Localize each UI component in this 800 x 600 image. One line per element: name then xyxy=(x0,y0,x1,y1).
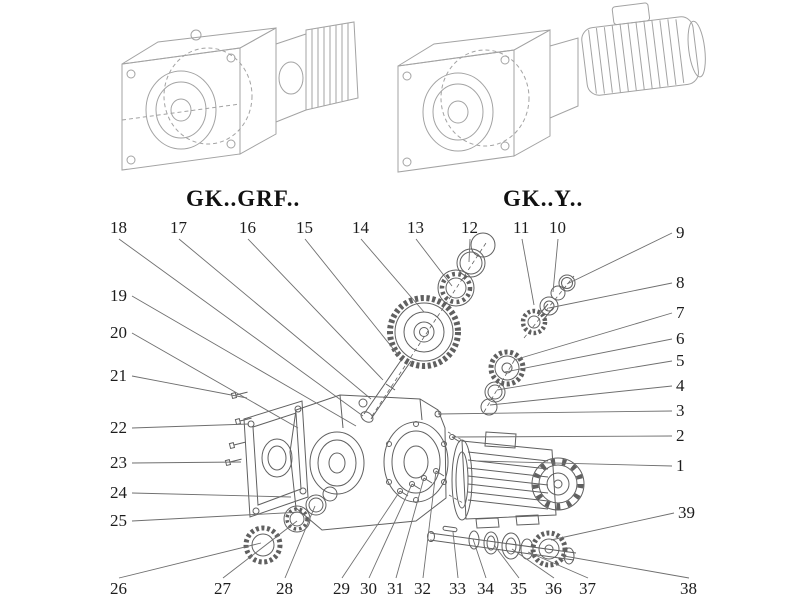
motor-sketch xyxy=(581,2,706,96)
callout-21: 21 xyxy=(110,366,127,385)
leader-line-30 xyxy=(368,483,413,579)
callout-28: 28 xyxy=(276,579,293,598)
leader-line-29 xyxy=(341,490,401,579)
callout-12: 12 xyxy=(461,218,478,237)
leader-line-27 xyxy=(222,520,298,579)
leader-line-26 xyxy=(118,542,262,579)
variant-label-y: GK..Y.. xyxy=(503,186,584,211)
callout-14: 14 xyxy=(352,218,369,237)
callout-11: 11 xyxy=(513,218,530,237)
leader-line-36 xyxy=(511,548,555,579)
leader-line-34 xyxy=(472,538,487,579)
leader-line-13 xyxy=(415,238,453,287)
leader-line-31 xyxy=(395,477,425,579)
leader-line-12 xyxy=(468,238,471,263)
gearbox-housing xyxy=(289,394,464,531)
leader-line-19 xyxy=(131,295,357,427)
callout-20: 20 xyxy=(110,323,127,342)
callout-19: 19 xyxy=(110,286,127,305)
leader-lines xyxy=(118,232,690,579)
callout-24: 24 xyxy=(110,483,127,502)
leader-line-21 xyxy=(131,375,248,399)
leader-line-9 xyxy=(566,232,673,285)
callout-15: 15 xyxy=(296,218,313,237)
leader-line-28 xyxy=(284,505,316,579)
callout-13: 13 xyxy=(407,218,424,237)
callout-25: 25 xyxy=(110,511,127,530)
callout-39: 39 xyxy=(678,503,695,522)
leader-line-5 xyxy=(496,360,673,391)
leader-line-17 xyxy=(178,238,372,400)
leader-line-24 xyxy=(131,492,292,498)
leader-line-1 xyxy=(475,460,673,467)
callout-5: 5 xyxy=(676,351,685,370)
callout-23: 23 xyxy=(110,453,127,472)
callout-35: 35 xyxy=(510,579,527,598)
callout-34: 34 xyxy=(477,579,494,598)
callout-27: 27 xyxy=(214,579,231,598)
leader-line-15 xyxy=(304,238,400,357)
callout-36: 36 xyxy=(545,579,562,598)
callout-30: 30 xyxy=(360,579,377,598)
leader-line-8 xyxy=(548,282,673,309)
input-shaft-gear-assembly xyxy=(360,232,496,423)
leader-line-7 xyxy=(513,312,673,361)
leader-line-2 xyxy=(451,435,673,438)
leader-line-32 xyxy=(422,470,437,579)
leader-line-37 xyxy=(527,551,589,579)
callout-9: 9 xyxy=(676,223,685,242)
leader-line-22 xyxy=(131,423,250,429)
callout-17: 17 xyxy=(170,218,187,237)
leader-line-23 xyxy=(131,461,242,464)
leader-line-38 xyxy=(563,555,690,579)
callout-33: 33 xyxy=(449,579,466,598)
leader-line-20 xyxy=(131,332,299,429)
callout-29: 29 xyxy=(333,579,350,598)
callout-1: 1 xyxy=(676,456,685,475)
leader-line-10 xyxy=(552,238,559,293)
callout-8: 8 xyxy=(676,273,685,292)
callout-16: 16 xyxy=(239,218,256,237)
callout-22: 22 xyxy=(110,418,127,437)
callout-31: 31 xyxy=(387,579,404,598)
callout-3: 3 xyxy=(676,401,685,420)
variant-label-grf: GK..GRF.. xyxy=(186,186,301,211)
leader-line-14 xyxy=(360,238,425,313)
callout-2: 2 xyxy=(676,426,685,445)
callout-6: 6 xyxy=(676,329,685,348)
callout-38: 38 xyxy=(680,579,697,598)
leader-line-18 xyxy=(118,238,364,417)
callout-37: 37 xyxy=(579,579,596,598)
callout-10: 10 xyxy=(549,218,566,237)
gearbox-grf-drawing xyxy=(121,21,359,171)
leader-line-25 xyxy=(131,511,303,522)
leader-line-39 xyxy=(550,512,675,541)
cover-bolts xyxy=(224,391,252,467)
gearbox-y-drawing xyxy=(397,2,706,173)
callout-26: 26 xyxy=(110,579,127,598)
leader-line-11 xyxy=(521,238,535,306)
callout-7: 7 xyxy=(676,303,685,322)
leader-line-16 xyxy=(247,238,384,381)
leader-line-4 xyxy=(489,385,673,406)
leader-line-35 xyxy=(493,544,520,579)
bevel-pinion-assembly xyxy=(520,274,576,339)
leader-line-6 xyxy=(504,338,673,373)
callout-4: 4 xyxy=(676,376,685,395)
leader-line-33 xyxy=(452,531,459,579)
leader-line-3 xyxy=(437,410,673,415)
callout-18: 18 xyxy=(110,218,127,237)
callout-32: 32 xyxy=(414,579,431,598)
